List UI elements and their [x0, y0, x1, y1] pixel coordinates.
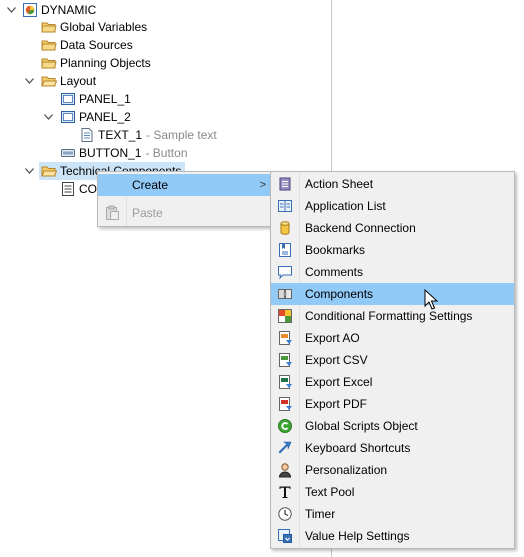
menu-item-personalization[interactable]: Personalization [271, 459, 514, 481]
tree-node-hint: - Sample text [146, 128, 217, 142]
application-list-icon [277, 198, 293, 214]
menu-item-label: Export Excel [305, 375, 373, 389]
submenu-arrow-icon: > [259, 179, 266, 191]
tree-node-panel-2[interactable]: PANEL_2 [60, 108, 131, 126]
menu-icon-gutter [126, 172, 127, 226]
menu-item-label: Conditional Formatting Settings [305, 309, 473, 323]
paste-icon [104, 205, 120, 221]
menu-item-label: Export PDF [305, 397, 368, 411]
tree-node-layout[interactable]: Layout [41, 72, 96, 90]
menu-item-export-ao[interactable]: Export AO [271, 327, 514, 349]
menu-item-value-help-settings[interactable]: Value Help Settings [271, 525, 514, 547]
clock-icon [277, 506, 293, 522]
action-sheet-icon [277, 176, 293, 192]
folder-icon [41, 55, 57, 71]
menu-item-application-list[interactable]: Application List [271, 195, 514, 217]
folder-icon [41, 37, 57, 53]
text-glyph-icon [277, 484, 293, 500]
menu-item-keyboard-shortcuts[interactable]: Keyboard Shortcuts [271, 437, 514, 459]
tree-node-label: Data Sources [60, 38, 133, 52]
tree-node-data-sources[interactable]: Data Sources [41, 36, 133, 54]
expand-chevron-icon[interactable] [4, 1, 18, 19]
tree-node-label: BUTTON_1 [79, 146, 142, 160]
bookmarks-icon [277, 242, 293, 258]
menu-item-global-scripts-object[interactable]: Global Scripts Object [271, 415, 514, 437]
menu-item-label: Comments [305, 265, 364, 279]
menu-item-label: Global Scripts Object [305, 419, 418, 433]
expand-chevron-icon[interactable] [22, 72, 36, 90]
menu-item-label: Components [305, 287, 374, 301]
value-help-icon [277, 528, 293, 544]
tree-node-planning-objects[interactable]: Planning Objects [41, 54, 151, 72]
expand-chevron-icon[interactable] [22, 162, 36, 180]
tree-node-hint: - Button [145, 146, 188, 160]
text-document-icon [79, 127, 95, 143]
menu-item-label: Paste [132, 206, 163, 220]
component-list-icon [60, 181, 76, 197]
folder-icon [41, 19, 57, 35]
conditional-formatting-icon [277, 308, 293, 324]
menu-item-label: Personalization [305, 463, 388, 477]
tree-node-panel-1[interactable]: PANEL_1 [60, 90, 131, 108]
global-scripts-icon [277, 418, 293, 434]
tree-node-button-1[interactable]: BUTTON_1 - Button [60, 144, 188, 162]
panel-icon [60, 91, 76, 107]
menu-item-label: Timer [305, 507, 336, 521]
puzzle-icon [277, 286, 293, 302]
panel-icon [60, 109, 76, 125]
mouse-cursor-icon [424, 288, 440, 311]
comment-bubble-icon [277, 264, 293, 280]
tree-node-label: Layout [60, 74, 97, 88]
folder-open-icon [41, 73, 57, 89]
menu-item-create[interactable]: Create > [98, 174, 274, 196]
tree-node-dynamic[interactable]: DYNAMIC [22, 1, 96, 19]
button-component-icon [60, 145, 76, 161]
menu-item-label: Export AO [305, 331, 360, 345]
export-excel-icon [277, 374, 293, 390]
menu-item-paste[interactable]: Paste [98, 202, 274, 224]
menu-item-backend-connection[interactable]: Backend Connection [271, 217, 514, 239]
menu-item-label: Action Sheet [305, 177, 374, 191]
menu-item-bookmarks[interactable]: Bookmarks [271, 239, 514, 261]
menu-item-export-pdf[interactable]: Export PDF [271, 393, 514, 415]
menu-item-label: Export CSV [305, 353, 368, 367]
menu-item-conditional-formatting-settings[interactable]: Conditional Formatting Settings [271, 305, 514, 327]
menu-item-label: Create [132, 178, 169, 192]
menu-item-action-sheet[interactable]: Action Sheet [271, 173, 514, 195]
tree-node-label: PANEL_2 [79, 110, 131, 124]
menu-item-label: Bookmarks [305, 243, 366, 257]
tree-node-label: DYNAMIC [41, 3, 97, 17]
tree-node-label: TEXT_1 [98, 128, 143, 142]
menu-item-label: Value Help Settings [305, 529, 410, 543]
tree-node-label: Planning Objects [60, 56, 151, 70]
export-ao-icon [277, 330, 293, 346]
menu-item-timer[interactable]: Timer [271, 503, 514, 525]
export-pdf-icon [277, 396, 293, 412]
tree-node-global-variables[interactable]: Global Variables [41, 18, 147, 36]
folder-open-icon [41, 163, 57, 179]
menu-item-label: Keyboard Shortcuts [305, 441, 411, 455]
expand-chevron-icon[interactable] [41, 108, 55, 126]
tree-node-text-1[interactable]: TEXT_1 - Sample text [79, 126, 217, 144]
menu-item-comments[interactable]: Comments [271, 261, 514, 283]
menu-item-label: Application List [305, 199, 386, 213]
menu-item-export-csv[interactable]: Export CSV [271, 349, 514, 371]
menu-item-export-excel[interactable]: Export Excel [271, 371, 514, 393]
keyboard-shortcut-arrow-icon [277, 440, 293, 456]
menu-item-text-pool[interactable]: Text Pool [271, 481, 514, 503]
menu-item-label: Backend Connection [305, 221, 416, 235]
application-icon [22, 2, 38, 18]
tree-node-label: PANEL_1 [79, 92, 131, 106]
menu-item-components[interactable]: Components [271, 283, 514, 305]
export-csv-icon [277, 352, 293, 368]
menu-icon-gutter [299, 172, 300, 548]
menu-item-label: Text Pool [305, 485, 355, 499]
tree-node-label: Global Variables [60, 20, 148, 34]
tree-node-label: CO [79, 182, 97, 196]
tree-node-co[interactable]: CO [60, 180, 97, 198]
create-submenu: Action Sheet Application List Backend Co… [270, 171, 515, 549]
context-menu: Create > Paste [97, 171, 275, 227]
person-icon [277, 462, 293, 478]
database-icon [277, 220, 293, 236]
